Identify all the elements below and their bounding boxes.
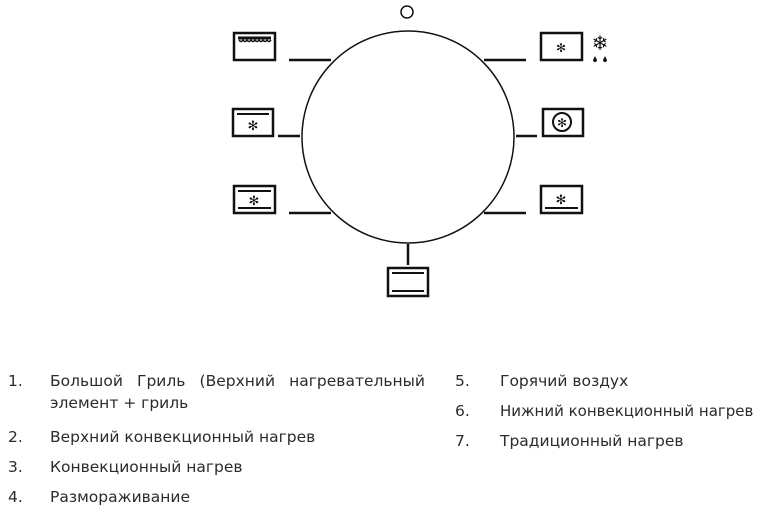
item-number: 4. bbox=[8, 488, 23, 506]
snowflake-drops-icon: ❄ bbox=[592, 31, 609, 62]
item-label: Верхний конвекционный нагрев bbox=[50, 428, 316, 446]
item-label: Большой Гриль (Верхний нагревательный эл… bbox=[50, 372, 425, 412]
bottom-convection-mode-icon: ✻ bbox=[539, 184, 584, 215]
dial-off-position-icon bbox=[400, 5, 414, 19]
item-number: 2. bbox=[8, 428, 23, 446]
svg-text:✻: ✻ bbox=[557, 116, 567, 130]
item-label: Горячий воздух bbox=[500, 372, 629, 390]
item-label: Нижний конвекционный нагрев bbox=[500, 402, 754, 420]
oven-dial[interactable] bbox=[301, 30, 515, 244]
big-grill-mode-icon bbox=[232, 31, 277, 62]
item-number: 6. bbox=[455, 402, 470, 420]
defrost-mode-icon: ✻ bbox=[539, 31, 584, 62]
item-number: 3. bbox=[8, 458, 23, 476]
traditional-mode-icon bbox=[386, 266, 430, 298]
top-convection-mode-icon: ✻ bbox=[231, 107, 275, 138]
item-number: 7. bbox=[455, 432, 470, 450]
item-number: 5. bbox=[455, 372, 470, 390]
svg-text:❄: ❄ bbox=[592, 31, 609, 55]
svg-text:✻: ✻ bbox=[556, 41, 566, 55]
oven-mode-dial-diagram: ✻ ✻ ✻ ❄ ✻ ✻ bbox=[231, 5, 609, 298]
svg-text:✻: ✻ bbox=[556, 193, 567, 208]
hot-air-mode-icon: ✻ bbox=[541, 107, 585, 138]
item-number: 1. bbox=[8, 372, 23, 390]
item-label: Традиционный нагрев bbox=[500, 432, 684, 450]
svg-text:✻: ✻ bbox=[248, 119, 259, 134]
svg-text:✻: ✻ bbox=[249, 194, 260, 209]
item-label: Размораживание bbox=[50, 488, 191, 506]
convection-mode-icon: ✻ bbox=[232, 184, 277, 215]
item-label: Конвекционный нагрев bbox=[50, 458, 243, 476]
